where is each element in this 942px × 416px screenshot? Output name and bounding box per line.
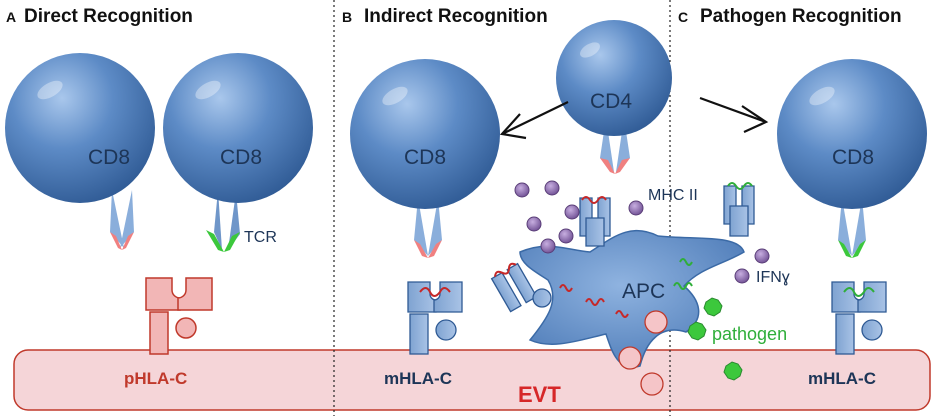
tcr-label: TCR xyxy=(244,229,277,246)
cd8-cell-a1 xyxy=(5,53,155,250)
cd8-cell-b xyxy=(350,59,500,258)
cd8-label-c: CD8 xyxy=(832,146,874,169)
evt-vesicles xyxy=(618,310,668,396)
panel-c-title: Pathogen Recognition xyxy=(700,6,902,27)
mhc-ii-molecule-2 xyxy=(723,182,755,237)
panel-a-letter: A xyxy=(6,9,16,25)
cd8-cell-a2 xyxy=(163,53,313,252)
pathogen-icon-2 xyxy=(723,361,743,381)
panel-b-title: Indirect Recognition xyxy=(364,6,548,27)
mhc-ii-label: MHC II xyxy=(648,187,698,204)
cd8-label-a2: CD8 xyxy=(220,146,262,169)
ifn-gamma-label: IFNɣ xyxy=(756,269,790,286)
cd4-label: CD4 xyxy=(590,90,632,113)
phla-c-label: pHLA-C xyxy=(124,369,187,388)
panel-b-letter: B xyxy=(342,9,352,25)
panel-a-title: Direct Recognition xyxy=(24,6,193,27)
mhc-ii-molecule-3 xyxy=(490,262,538,313)
peptide-red-1 xyxy=(585,298,605,306)
pathogen-label: pathogen xyxy=(712,324,787,344)
peptide-green-2 xyxy=(679,258,693,266)
cd8-cell-c xyxy=(777,59,927,258)
cd8-label-b: CD8 xyxy=(404,146,446,169)
ifn-gamma-dots xyxy=(514,180,770,284)
pathogen-in-apc xyxy=(703,297,723,317)
arrow-to-cd8-b xyxy=(499,101,569,140)
peptide-green-1 xyxy=(673,282,693,290)
pathogen-icon xyxy=(687,321,707,341)
evt-label: EVT xyxy=(518,382,561,407)
mhla-c-molecule-c xyxy=(831,281,887,355)
peptide-red-2 xyxy=(615,310,629,318)
cd4-cell xyxy=(556,20,672,174)
apc-label: APC xyxy=(622,280,665,303)
evt-cell-membrane xyxy=(13,349,931,411)
phla-c-molecule xyxy=(145,277,213,355)
mhla-c-label-c: mHLA-C xyxy=(808,369,876,388)
mhla-c-label-b: mHLA-C xyxy=(384,369,452,388)
arrow-to-cd8-c xyxy=(699,96,769,134)
mhla-c-molecule-b xyxy=(407,281,463,355)
peptide-red-3 xyxy=(559,284,573,292)
mhc-ii-molecule-1 xyxy=(579,196,611,247)
cd8-label-a1: CD8 xyxy=(88,146,130,169)
beta2m-b-extra xyxy=(532,288,552,308)
panel-c-letter: C xyxy=(678,9,688,25)
